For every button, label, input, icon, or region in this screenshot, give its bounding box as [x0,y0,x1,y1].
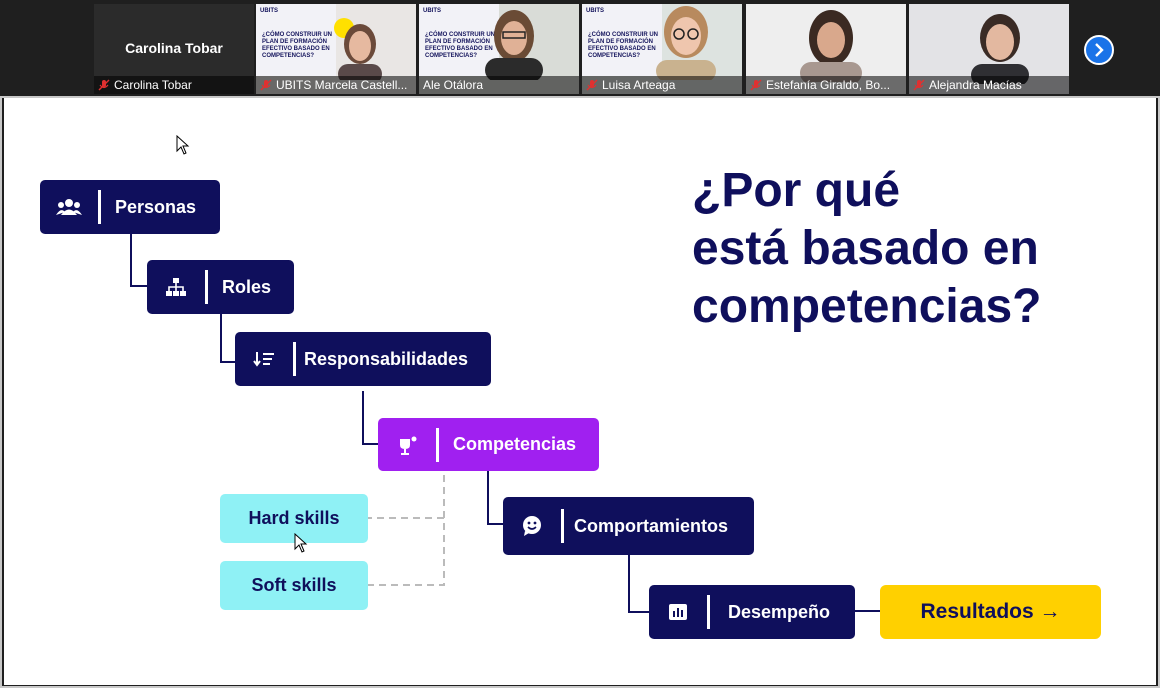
participant-name-bar: Estefanía Giraldo, Bo... [746,76,906,94]
skill-hard-skills: Hard skills [220,494,368,543]
connector-line [628,555,630,613]
node-label: Desempeño [728,601,831,622]
divider [293,342,296,376]
sort-list-icon [253,352,274,367]
mouse-cursor-icon [176,135,190,155]
shared-slide-thumbnail: UBITS ¿CÓMO CONSTRUIR UN PLAN DE FORMACI… [419,4,499,76]
divider [436,427,439,462]
shared-slide: Personas Roles Responsabilidades Compete… [4,97,1156,685]
participant-name: Ale Otálora [423,78,484,92]
bar-chart-icon [669,604,687,620]
mic-muted-icon [260,79,272,91]
participant-tile[interactable]: UBITS ¿CÓMO CONSTRUIR UN PLAN DE FORMACI… [582,4,742,94]
mic-muted-icon [98,79,110,91]
divider [98,190,101,224]
participant-video-person [485,10,543,80]
next-participants-button[interactable] [1084,35,1114,65]
connector-line [220,361,238,363]
node-comportamientos: Comportamientos [503,497,754,555]
participant-tile[interactable]: UBITS ¿CÓMO CONSTRUIR UN PLAN DE FORMACI… [256,4,416,94]
connector-line [487,523,505,525]
chevron-right-icon [1095,43,1104,57]
participant-name-bar: Carolina Tobar [94,76,254,94]
participant-name-bar: UBITS Marcela Castell... [256,76,416,94]
participant-display-name: Carolina Tobar [125,40,223,56]
node-resultados: Resultados → [880,585,1101,639]
headline-line: competencias? [692,280,1042,333]
participant-video-person [334,18,382,80]
connector-line [220,313,222,363]
ubits-logo: UBITS [586,8,604,14]
divider [561,509,564,543]
connector-line [362,391,364,445]
node-label: Comportamientos [574,515,729,536]
shared-slide-thumbnail: UBITS ¿CÓMO CONSTRUIR UN PLAN DE FORMACI… [256,4,336,76]
node-responsabilidades: Responsabilidades [235,332,491,386]
headline-line: ¿Por qué [692,164,901,217]
participant-name: UBITS Marcela Castell... [276,78,408,92]
skill-label: Hard skills [248,508,340,528]
participant-name-bar: Alejandra Macías [909,76,1069,94]
node-competencias: Competencias [378,418,599,471]
divider [205,270,208,304]
node-roles: Roles [147,260,294,314]
thumbnail-title: ¿CÓMO CONSTRUIR UN PLAN DE FORMACIÓN EFE… [425,32,495,59]
participant-name: Alejandra Macías [929,78,1022,92]
ubits-logo: UBITS [260,8,278,14]
node-label: Roles [222,276,272,297]
participant-name: Carolina Tobar [114,78,192,92]
mic-muted-icon [913,79,925,91]
node-label: Resultados → [920,600,1061,623]
participant-video-person [971,14,1029,84]
participant-video-person [800,10,862,82]
mic-muted-icon [750,79,762,91]
node-label: Responsabilidades [304,348,469,369]
node-personas: Personas [40,180,220,234]
thumbnail-title: ¿CÓMO CONSTRUIR UN PLAN DE FORMACIÓN EFE… [588,32,658,59]
mouse-cursor-icon [294,533,308,553]
skill-label: Soft skills [251,575,337,595]
people-icon [56,199,82,215]
connector-line [362,443,380,445]
headline-line: está basado en [692,222,1039,275]
mic-muted-icon [586,79,598,91]
participant-tile[interactable]: Alejandra Macías [909,4,1069,94]
node-label: Personas [115,196,197,217]
participant-name: Luisa Arteaga [602,78,676,92]
connector-line [628,611,650,613]
skills-dashed-connector [368,475,445,586]
chat-smile-icon [523,516,541,536]
node-desempeno: Desempeño [649,585,855,639]
skill-soft-skills: Soft skills [220,561,368,610]
participants-strip: Carolina Tobar Carolina Tobar UBITS ¿CÓM… [0,0,1160,96]
connector-line [130,285,150,287]
microphone-icon [400,436,417,455]
participant-video-person [656,6,716,80]
ubits-logo: UBITS [423,8,441,14]
participant-tile[interactable]: Estefanía Giraldo, Bo... [746,4,906,94]
connector-line [487,471,489,525]
participant-name: Estefanía Giraldo, Bo... [766,78,891,92]
shared-slide-thumbnail: UBITS ¿CÓMO CONSTRUIR UN PLAN DE FORMACI… [582,4,662,76]
thumbnail-title: ¿CÓMO CONSTRUIR UN PLAN DE FORMACIÓN EFE… [262,32,332,59]
connector-line [854,610,882,612]
divider [707,595,710,629]
slide-headline: ¿Por qué está basado en competencias? [692,162,1041,336]
participant-name-bar: Ale Otálora [419,76,579,94]
participant-tile-active-speaker[interactable]: UBITS ¿CÓMO CONSTRUIR UN PLAN DE FORMACI… [419,4,579,94]
node-label: Competencias [453,434,577,454]
connector-line [130,234,132,287]
participant-tile[interactable]: Carolina Tobar Carolina Tobar [94,4,254,94]
hierarchy-icon [166,278,186,296]
participant-name-bar: Luisa Arteaga [582,76,742,94]
